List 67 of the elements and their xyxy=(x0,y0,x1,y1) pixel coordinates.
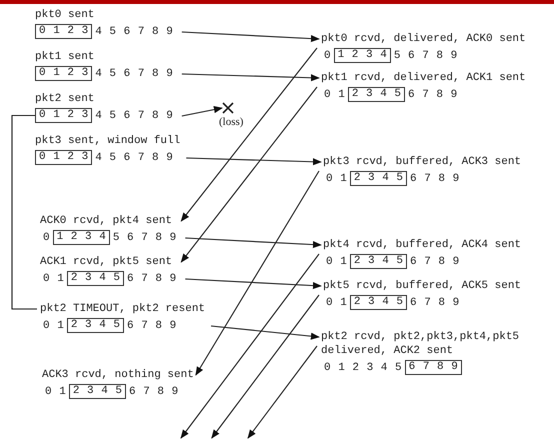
arrow xyxy=(195,170,320,376)
sequence-numbers: 0 1 xyxy=(44,384,67,398)
sequence-numbers: 6 7 8 9 xyxy=(409,296,460,310)
sequence-numbers: 0 1 xyxy=(42,318,65,332)
event-text: pkt1 sent xyxy=(35,50,96,64)
sequence-numbers: 0 1 xyxy=(325,296,348,310)
sequence-numbers: 5 6 7 8 9 xyxy=(112,230,178,244)
event-text: pkt3 sent, window full xyxy=(35,134,180,148)
sequence-numbers: 0 xyxy=(42,230,51,244)
window-box: 0 1 2 3 xyxy=(35,150,92,165)
timeout-line xyxy=(11,114,37,310)
sequence-numbers: 4 5 6 7 8 9 xyxy=(94,24,174,38)
arrow xyxy=(247,346,318,439)
sequence-numbers: 5 6 7 8 9 xyxy=(392,48,458,62)
event-text: pkt0 rcvd, delivered, ACK0 sent xyxy=(321,32,526,46)
event-text: pkt2 sent xyxy=(35,92,96,106)
window-box: 2 3 4 5 xyxy=(348,87,406,102)
sequence-numbers: 0 1 xyxy=(325,172,348,186)
arrow xyxy=(185,237,322,248)
window-box: 2 3 4 5 xyxy=(66,318,124,333)
window-box: 2 3 4 5 xyxy=(350,295,408,310)
arrow xyxy=(210,325,320,340)
sequence-numbers: 6 7 8 9 xyxy=(407,88,458,102)
window-box: 0 1 2 3 xyxy=(35,24,92,39)
sequence-numbers: 6 7 8 9 xyxy=(128,384,180,398)
sequence-numbers: 6 7 8 9 xyxy=(126,272,178,286)
sequence-numbers: 0 1 xyxy=(325,254,348,268)
sequence-numbers: 0 1 xyxy=(323,88,346,102)
sequence-numbers: 0 1 2 3 4 5 xyxy=(323,360,403,374)
event-text: ACK3 rcvd, nothing sent xyxy=(42,368,194,382)
arrow xyxy=(185,278,322,290)
event-text: pkt2 TIMEOUT, pkt2 resent xyxy=(40,302,206,316)
window-box: 2 3 4 5 xyxy=(66,271,124,286)
event-text: pkt5 rcvd, buffered, ACK5 sent xyxy=(323,279,522,293)
sequence-numbers: 0 1 xyxy=(42,272,65,286)
sequence-numbers: 4 5 6 7 8 9 xyxy=(94,66,174,80)
window-box: 1 2 3 4 xyxy=(52,230,110,245)
arrow xyxy=(180,48,318,222)
event-text: pkt0 sent xyxy=(35,8,96,22)
window-box: 1 2 3 4 xyxy=(334,48,391,63)
event-text: pkt1 rcvd, delivered, ACK1 sent xyxy=(321,71,526,85)
loss-label: (loss) xyxy=(219,116,244,128)
event-text: ACK1 rcvd, pkt5 sent xyxy=(40,255,174,269)
window-box: 2 3 4 5 xyxy=(350,254,408,269)
window-box: 2 3 4 5 xyxy=(350,171,408,186)
arrow xyxy=(180,254,320,439)
event-text: pkt4 rcvd, buffered, ACK4 sent xyxy=(323,238,522,252)
arrow xyxy=(182,106,223,117)
window-box: 6 7 8 9 xyxy=(404,360,462,375)
sequence-numbers: 4 5 6 7 8 9 xyxy=(94,108,174,122)
arrow xyxy=(180,86,318,263)
event-text: ACK0 rcvd, pkt4 sent xyxy=(40,214,174,228)
arrow xyxy=(211,294,320,439)
window-box: 2 3 4 5 xyxy=(68,384,126,399)
window-box: 0 1 2 3 xyxy=(35,108,92,123)
sequence-numbers: 6 7 8 9 xyxy=(126,318,178,332)
sequence-numbers: 6 7 8 9 xyxy=(409,172,460,186)
arrow xyxy=(182,31,320,42)
window-box: 0 1 2 3 xyxy=(35,66,92,81)
loss-cross-icon xyxy=(222,102,234,114)
arrow xyxy=(182,73,320,82)
sequence-numbers: 6 7 8 9 xyxy=(409,254,460,268)
sequence-numbers: 0 xyxy=(323,48,332,62)
event-text: pkt2 rcvd, pkt2,pkt3,pkt4,pkt5 delivered, ACK2 sent xyxy=(321,330,520,358)
event-text: pkt3 rcvd, buffered, ACK3 sent xyxy=(323,155,522,169)
arrow xyxy=(186,157,322,166)
sequence-numbers: 4 5 6 7 8 9 xyxy=(94,150,174,164)
